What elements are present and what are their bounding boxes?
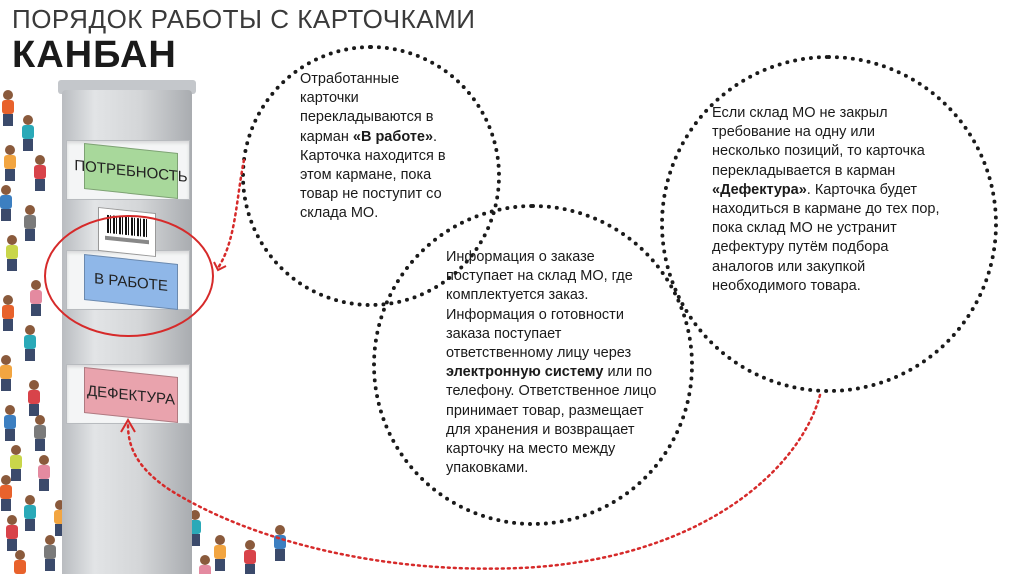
bubble-order-info-text: Информация о заказе поступает на склад М…: [446, 248, 664, 478]
person-figure: [38, 455, 50, 491]
person-figure: [24, 495, 36, 531]
person-figure: [22, 115, 34, 151]
person-figure: [6, 515, 18, 551]
card-label-need: ПОТРЕБНОСТЬ: [84, 143, 178, 199]
bubble-in-work-text: Отработанные карточки перекладываются в …: [300, 70, 460, 224]
page-subtitle: ПОРЯДОК РАБОТЫ С КАРТОЧКАМИ: [12, 4, 475, 35]
person-figure: [44, 535, 56, 571]
highlight-ring: [44, 215, 214, 337]
person-figure: [0, 355, 12, 391]
person-figure: [14, 550, 26, 574]
person-figure: [10, 445, 22, 481]
person-figure: [2, 295, 14, 331]
person-figure: [34, 415, 46, 451]
person-figure: [244, 540, 256, 574]
person-figure: [24, 325, 36, 361]
bubble-defect-text: Если склад МО не закрыл требование на од…: [712, 104, 940, 296]
person-figure: [0, 185, 12, 221]
person-figure: [0, 475, 12, 511]
person-figure: [28, 380, 40, 416]
person-figure: [274, 525, 286, 561]
page-title: КАНБАН: [12, 34, 177, 77]
person-figure: [199, 555, 211, 574]
person-figure: [4, 405, 16, 441]
person-figure: [4, 145, 16, 181]
card-label-defect: ДЕФЕКТУРА: [84, 367, 178, 423]
person-figure: [214, 535, 226, 571]
person-figure: [34, 155, 46, 191]
person-figure: [6, 235, 18, 271]
person-figure: [24, 205, 36, 241]
person-figure: [30, 280, 42, 316]
person-figure: [2, 90, 14, 126]
